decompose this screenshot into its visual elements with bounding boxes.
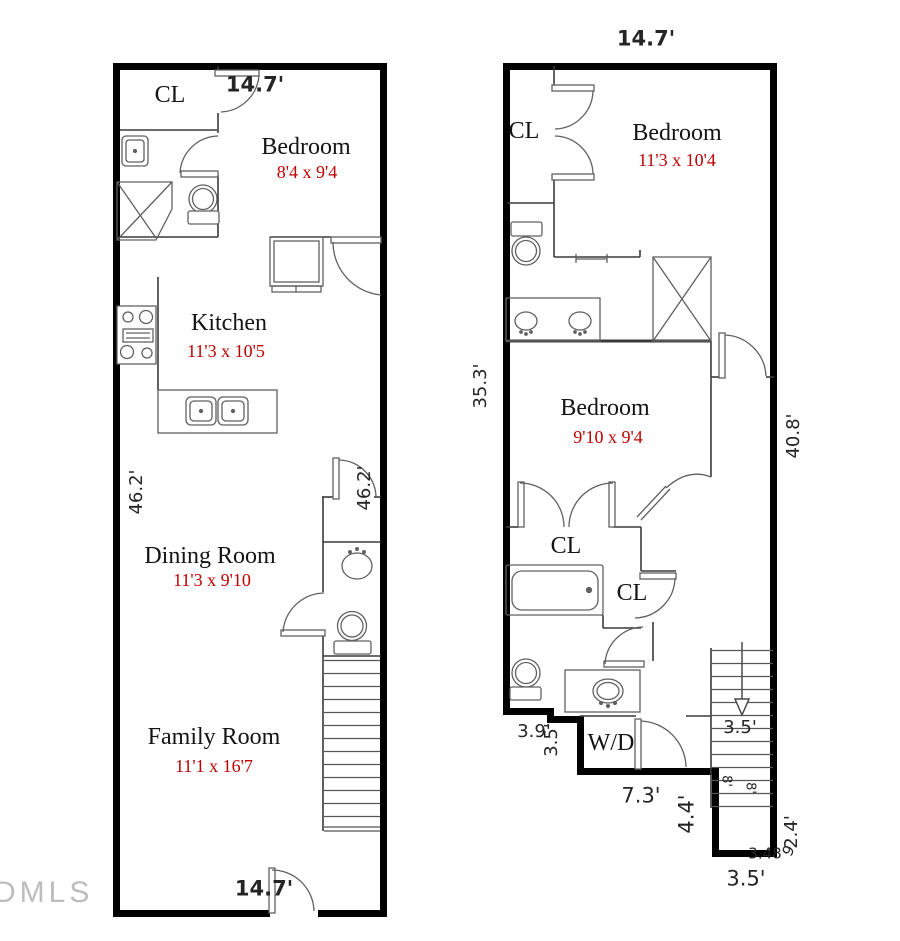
floor2-doors: [517, 84, 767, 770]
refrigerator-icon: [269, 236, 324, 293]
floor1-family-name: Family Room: [147, 724, 281, 750]
linen-closet-door-arc: [634, 577, 676, 619]
bedroom2-door-leaf: [636, 485, 671, 521]
hall-closet-door-arc: [568, 482, 614, 528]
closet-door-leaf: [214, 69, 260, 77]
floor1-bedroom-name: Bedroom: [261, 134, 351, 160]
sink-icon: [121, 135, 149, 167]
toilet-icon: [510, 221, 543, 266]
bedroom1-door-leaf: [718, 332, 726, 379]
floor2-bedroom1-size: 11'3 x 10'4: [638, 150, 716, 170]
floor2-landing-extra-dim: 3.48: [748, 844, 782, 863]
powder-door-arc: [282, 592, 325, 633]
floor1-stairs: [322, 656, 380, 832]
floor1-height-inner-dim: 46.2': [354, 465, 375, 511]
entry-door-leaf: [268, 867, 276, 914]
floor1-dining-name: Dining Room: [144, 543, 276, 569]
floor2-utility-width-dim: 7.3': [621, 783, 661, 808]
vanity-sink-icon: [564, 669, 641, 713]
floor2-closet3-label: CL: [616, 580, 648, 606]
closet-door-arc: [220, 75, 260, 113]
powder-door-leaf: [280, 629, 326, 637]
floor2-width-top-dim: 14.7': [616, 26, 676, 51]
kitchen-sink-counter: [157, 389, 278, 434]
bathtub-icon: [505, 564, 604, 616]
bathroom-door-leaf: [603, 660, 645, 668]
side-door-leaf: [332, 457, 340, 500]
floor2-tread-dim-b: 8': [742, 782, 758, 794]
floor2-bedroom2-size: 9'10 x 9'4: [573, 427, 643, 447]
stove-icon: [116, 305, 157, 365]
floor1-kitchen-size: 11'3 x 10'5: [187, 341, 265, 361]
pedestal-sink-icon: [341, 547, 373, 580]
floor1-width-bottom-dim: 14.7': [234, 876, 294, 901]
laundry-door-leaf: [634, 718, 642, 770]
toilet-icon: [333, 610, 372, 655]
bedroom2-door-arc: [665, 473, 712, 489]
floor2-bath-width-dim: 3.9': [517, 721, 551, 742]
floor1-bedroom-size: 8'4 x 9'4: [276, 162, 338, 182]
floor2-closet1-label: CL: [508, 118, 540, 144]
linen-closet-door-leaf: [639, 572, 677, 580]
toilet-icon: [187, 184, 220, 225]
closet-double-door-leaf: [551, 84, 595, 92]
side-door-arc: [338, 459, 377, 497]
shower-icon: [652, 256, 712, 342]
floor2-laundry-label: W/D: [587, 730, 635, 756]
floor1-doors: [179, 69, 382, 914]
floor1-height-left-dim: 46.2': [126, 469, 147, 515]
floor1-closet-label: CL: [154, 82, 186, 108]
bathroom-door-arc: [604, 626, 644, 665]
closet-double-door-leaf: [551, 173, 595, 181]
stairs-down-arrow-icon: [733, 642, 751, 717]
floor2-bath-height-dim: 3.5': [541, 723, 562, 757]
toilet-icon: [509, 658, 542, 701]
floor2-outer-walls: [503, 63, 777, 857]
kitchen-door-arc: [332, 241, 382, 296]
floor2-fixtures: [505, 221, 712, 713]
shower-icon: [116, 181, 173, 241]
floor1-family-size: 11'1 x 16'7: [175, 756, 253, 776]
bedroom1-door-arc: [724, 334, 767, 377]
hall-closet-door-leaf: [608, 481, 616, 528]
entry-door-arc: [271, 869, 315, 912]
floor2-closet2-label: CL: [550, 533, 582, 559]
floor2-height-right-dim: 40.8': [783, 413, 804, 459]
double-vanity-icon: [505, 254, 608, 342]
floor1-dining-size: 11'3 x 9'10: [173, 570, 251, 590]
floor2-stair-width-dim: 3.5': [723, 717, 757, 738]
floor1-outer-walls: [113, 63, 387, 917]
floor2-bedroom2-name: Bedroom: [560, 395, 650, 421]
bath-door-arc: [179, 135, 219, 174]
closet-double-door-arc: [554, 135, 594, 175]
floor1-kitchen-name: Kitchen: [191, 310, 267, 336]
watermark: DMLS: [0, 876, 94, 909]
floor2-height-left-dim: 35.3': [470, 363, 491, 409]
kitchen-door-leaf: [330, 236, 382, 244]
floor2-landing-width-dim: 3.5': [726, 866, 766, 891]
floor2-tread-dim-a: 8': [718, 775, 734, 787]
floor2-utility-height-dim: 4.4': [674, 794, 699, 834]
hall-closet-door-leaf: [517, 481, 525, 528]
bath-door-leaf: [180, 170, 219, 178]
floor1-entry-opening: [270, 905, 318, 920]
laundry-door-arc: [640, 720, 687, 768]
closet-double-door-arc: [554, 90, 594, 130]
hall-closet-door-arc: [519, 482, 565, 528]
floor1-fixtures: [116, 135, 373, 655]
floor1-width-top-dim: 14.7': [225, 72, 285, 97]
floor2-bedroom1-name: Bedroom: [632, 120, 722, 146]
